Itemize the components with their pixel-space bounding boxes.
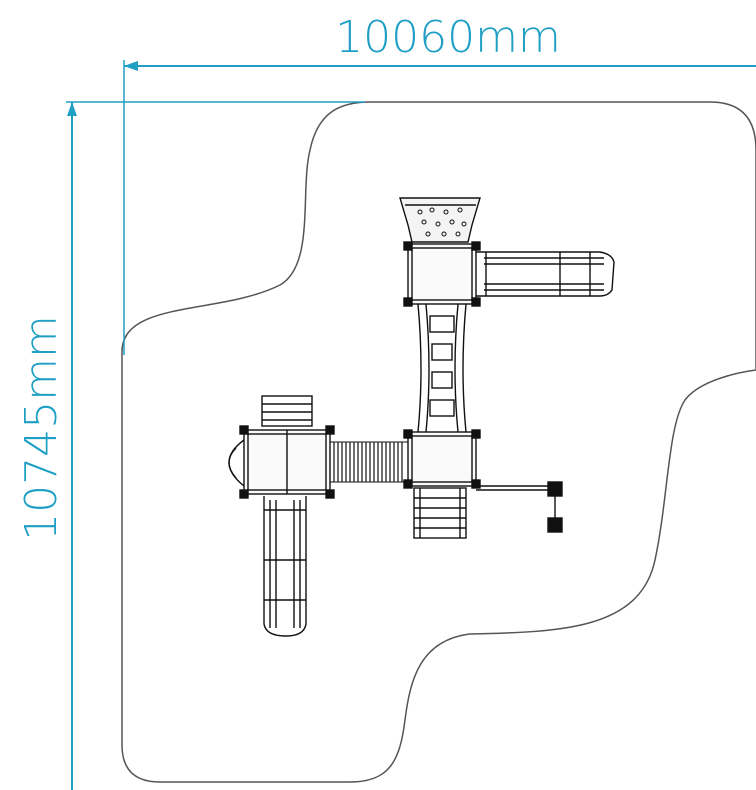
depth-dimension <box>66 101 365 790</box>
lower-deck <box>403 429 481 489</box>
width-dimension-label: 10060mm <box>335 12 561 63</box>
roof-panel <box>399 197 481 243</box>
stairs <box>413 487 467 539</box>
crawl-tunnel-rings <box>333 442 403 482</box>
rail-arm <box>476 481 563 533</box>
left-tower-deck <box>228 425 335 499</box>
left-slide <box>263 496 307 637</box>
upper-slide <box>476 251 615 297</box>
bridge-connector <box>417 303 467 433</box>
upper-deck <box>403 241 481 307</box>
width-dimension <box>123 60 756 355</box>
safety-zone-outline <box>121 101 756 783</box>
playground-structure <box>228 197 615 637</box>
depth-dimension-label: 10745mm <box>16 315 67 541</box>
left-tower-ladder <box>261 395 313 427</box>
